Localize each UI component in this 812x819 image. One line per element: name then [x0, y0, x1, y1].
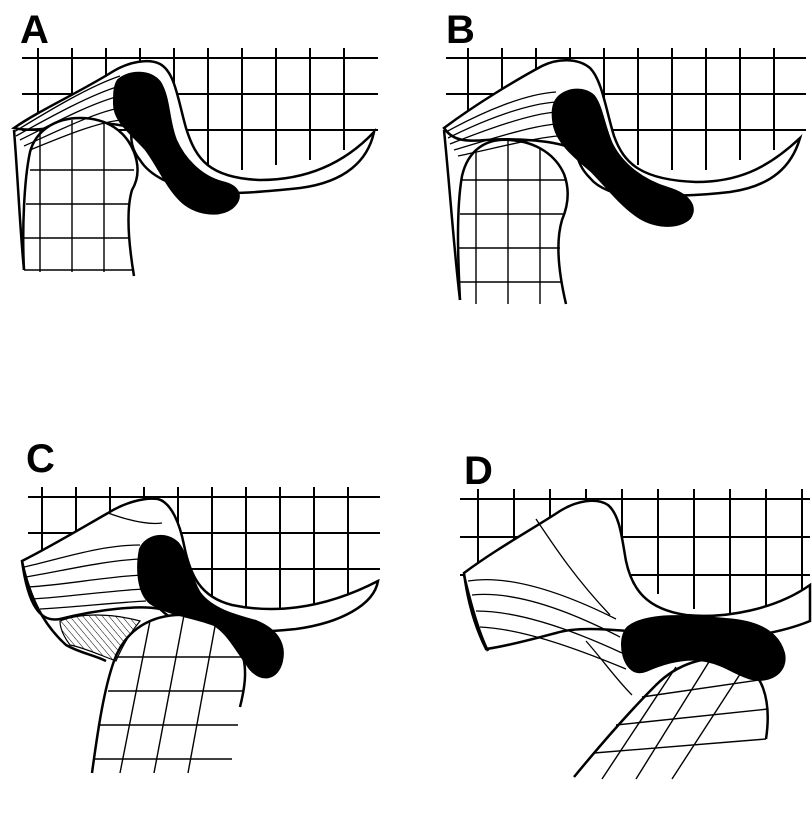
condyle-surface-left	[14, 130, 24, 270]
panel-label-a: A	[20, 10, 49, 50]
panel-d: D	[406, 409, 812, 818]
diagram-b	[406, 0, 812, 409]
panel-a: A	[0, 0, 406, 409]
diagram-c	[0, 409, 406, 818]
condyle	[458, 140, 568, 304]
panel-c: C	[0, 409, 406, 818]
panel-b: B	[406, 0, 812, 409]
panel-label-d: D	[464, 451, 493, 491]
panel-label-c: C	[26, 439, 55, 479]
panel-label-b: B	[446, 10, 475, 50]
diagram-a	[0, 0, 406, 409]
